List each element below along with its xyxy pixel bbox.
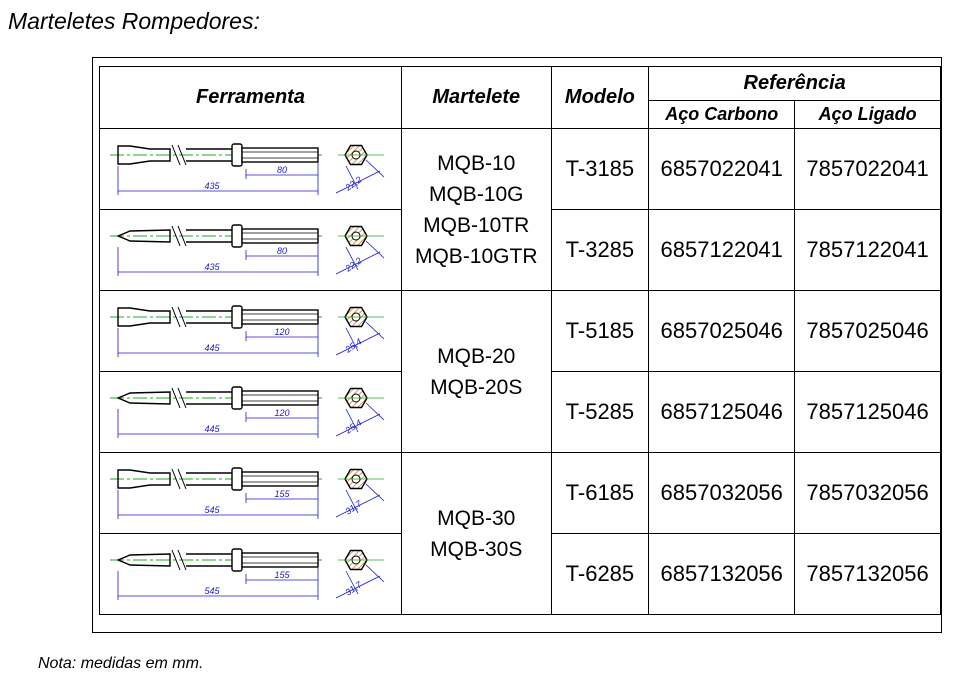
aco-ligado-cell: 7857025046 — [794, 290, 941, 372]
total-length-label: 545 — [204, 505, 220, 515]
chisel-tip — [117, 307, 171, 327]
hex-size-label: 25,4 — [343, 336, 364, 355]
hex-size-label: 31,7 — [343, 579, 364, 598]
aco-ligado-cell: 7857022041 — [794, 128, 941, 210]
aco-ligado-cell: 7857132056 — [794, 533, 941, 615]
hex-size-label: 31,7 — [343, 498, 364, 517]
total-length-label: 435 — [204, 262, 220, 272]
header-modelo: Modelo — [550, 66, 650, 129]
modelo-cell: T-3185 — [550, 128, 650, 210]
modelo-cell: T-6185 — [550, 452, 650, 534]
header-ferramenta: Ferramenta — [99, 66, 402, 129]
modelo-cell: T-5285 — [550, 371, 650, 453]
chisel-tool-drawing: 80 435 22,2 — [110, 143, 385, 195]
chisel-tool-drawing: 120 445 25,4 — [110, 305, 385, 357]
total-length-label: 435 — [204, 181, 220, 191]
point-tool-drawing: 120 445 25,4 — [110, 386, 385, 438]
martelete-name: MQB-20S — [430, 375, 523, 399]
shank-length-label: 120 — [274, 327, 289, 337]
martelete-name: MQB-10 — [437, 151, 516, 175]
tool-drawing-cell: 120 445 25,4 — [99, 371, 402, 453]
martelete-name: MQB-10GTR — [414, 244, 538, 268]
chisel-tip — [117, 469, 171, 489]
tool-drawing-cell: 80 435 22,2 — [99, 128, 402, 210]
modelo-cell: T-3285 — [550, 209, 650, 291]
aco-ligado-cell: 7857122041 — [794, 209, 941, 291]
aco-carbono-cell: 6857132056 — [648, 533, 796, 615]
hex-size-label: 22,2 — [343, 255, 364, 274]
martelete-name: MQB-10TR — [423, 213, 530, 237]
martelete-name: MQB-30 — [437, 506, 516, 530]
spec-table: Ferramenta Martelete Modelo Referência A… — [99, 66, 941, 615]
shank-length-label: 80 — [277, 165, 287, 175]
tool-drawing-cell: 155 545 31,7 — [99, 533, 402, 615]
point-tool-drawing: 80 435 22,2 — [110, 224, 385, 276]
martelete-name: MQB-20 — [437, 344, 516, 368]
modelo-cell: T-5185 — [550, 290, 650, 372]
shank-length-label: 155 — [274, 570, 290, 580]
martelete-name: MQB-30S — [430, 537, 523, 561]
modelo-cell: T-6285 — [550, 533, 650, 615]
point-tip — [116, 391, 171, 405]
tool-drawing-cell: 155 545 31,7 — [99, 452, 402, 534]
header-aco-ligado: Aço Ligado — [794, 100, 941, 129]
table-frame: Ferramenta Martelete Modelo Referência A… — [92, 57, 942, 633]
chisel-tip — [117, 145, 171, 165]
total-length-label: 545 — [204, 586, 220, 596]
hex-size-label: 22,2 — [343, 174, 364, 193]
header-referencia: Referência — [648, 66, 941, 101]
header-aco-carbono: Aço Carbono — [648, 100, 796, 129]
aco-ligado-cell: 7857125046 — [794, 371, 941, 453]
shank-length-label: 80 — [277, 246, 287, 256]
total-length-label: 445 — [204, 424, 220, 434]
total-length-label: 445 — [204, 343, 220, 353]
aco-carbono-cell: 6857122041 — [648, 209, 796, 291]
page-title: Marteletes Rompedores: — [8, 8, 260, 34]
shank-length-label: 120 — [274, 408, 289, 418]
header-martelete: Martelete — [400, 66, 552, 129]
tool-drawing-cell: 120 445 25,4 — [99, 290, 402, 372]
point-tool-drawing: 155 545 31,7 — [110, 548, 385, 600]
shank-length-label: 155 — [274, 489, 290, 499]
note: Nota: medidas em mm. — [38, 655, 204, 672]
aco-carbono-cell: 6857032056 — [648, 452, 796, 534]
point-tip — [116, 553, 171, 567]
aco-carbono-cell: 6857125046 — [648, 371, 796, 453]
aco-carbono-cell: 6857025046 — [648, 290, 796, 372]
aco-carbono-cell: 6857022041 — [648, 128, 796, 210]
aco-ligado-cell: 7857032056 — [794, 452, 941, 534]
hex-size-label: 25,4 — [343, 417, 364, 436]
tool-drawing-cell: 80 435 22,2 — [99, 209, 402, 291]
point-tip — [116, 229, 171, 243]
chisel-tool-drawing: 155 545 31,7 — [110, 467, 385, 519]
martelete-name: MQB-10G — [428, 182, 524, 206]
